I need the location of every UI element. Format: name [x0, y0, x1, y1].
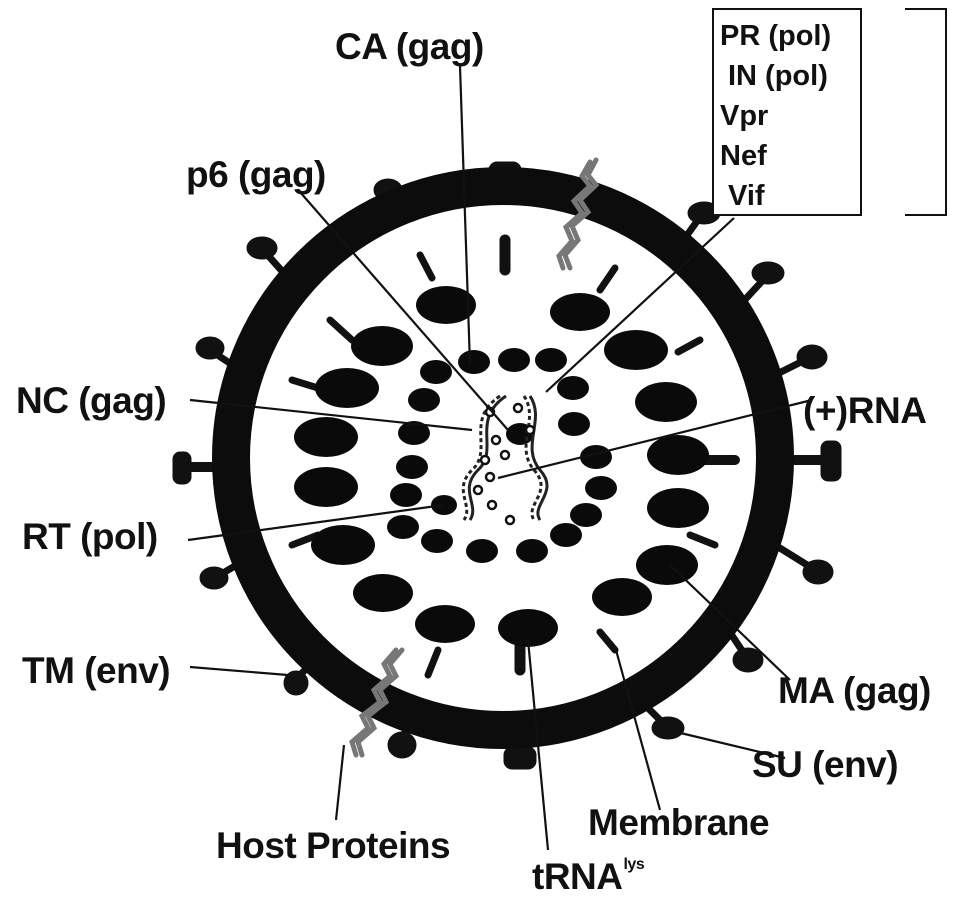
label-trna: tRNAlys	[532, 857, 644, 895]
label-transmembrane: TM (env)	[22, 652, 170, 689]
legend-item-pr: PR (pol)	[720, 22, 831, 51]
legend-item-nef: Nef	[720, 142, 767, 171]
label-membrane: Membrane	[588, 804, 769, 841]
label-reverse-transcriptase: RT (pol)	[22, 518, 158, 555]
label-host-proteins: Host Proteins	[216, 827, 450, 864]
label-capsid: CA (gag)	[335, 28, 484, 65]
accessory-proteins-box: PR (pol) IN (pol) Vpr Nef Vif	[712, 8, 862, 216]
label-rna: (+)RNA	[803, 392, 926, 429]
label-p6: p6 (gag)	[186, 156, 326, 193]
label-nucleocapsid: NC (gag)	[16, 382, 166, 419]
label-trna-superscript: lys	[623, 856, 644, 873]
label-surface: SU (env)	[752, 746, 898, 783]
label-matrix: MA (gag)	[778, 672, 931, 709]
legend-item-vpr: Vpr	[720, 102, 768, 131]
legend-item-in: IN (pol)	[728, 62, 828, 91]
legend-item-vif: Vif	[728, 182, 765, 211]
legend-bracket	[905, 8, 947, 216]
